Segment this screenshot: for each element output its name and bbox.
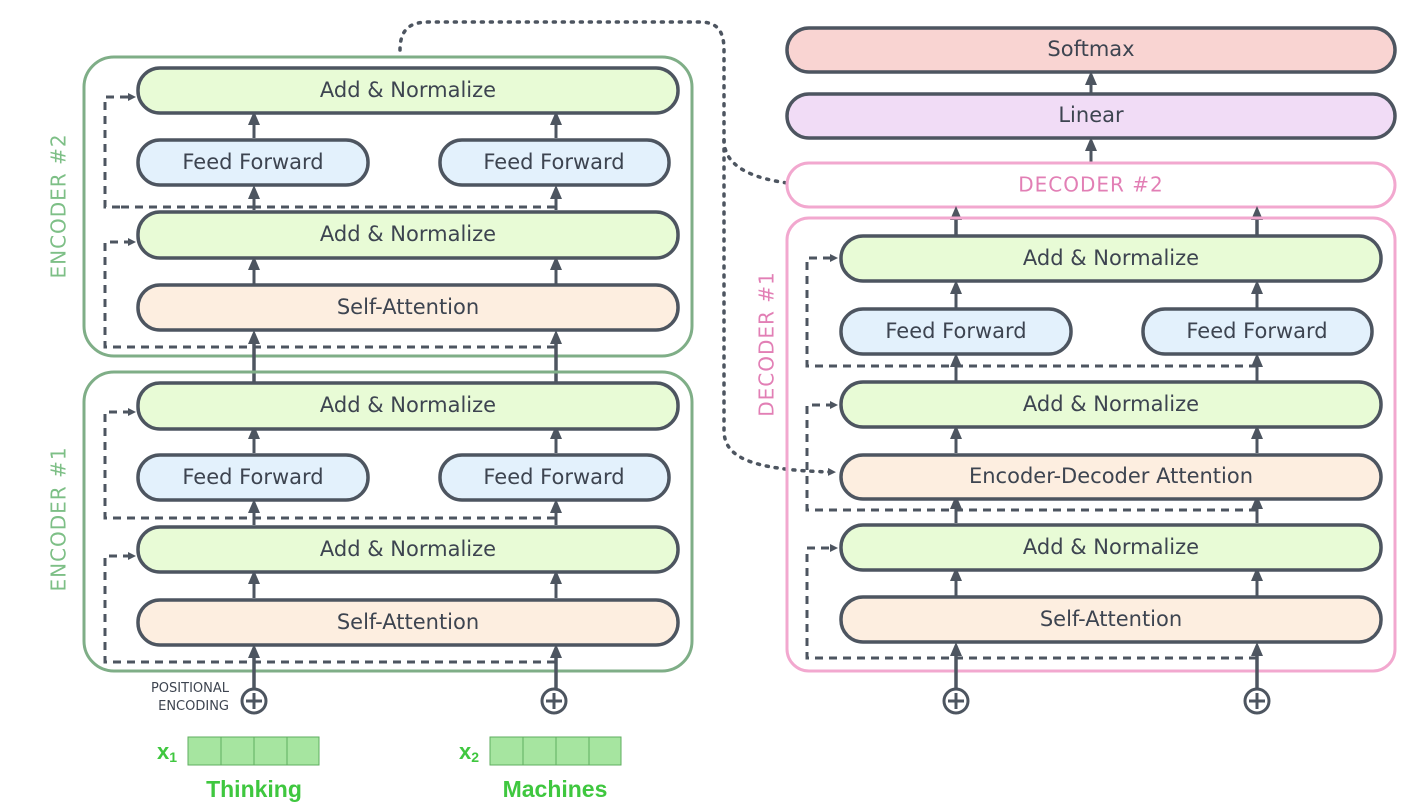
encoder-output-connector	[398, 20, 836, 190]
encoder-2-label: ENCODER #2	[47, 133, 71, 278]
plus-circle-icon	[540, 687, 568, 715]
input-1-embedding	[187, 736, 320, 766]
encoder-2-feed-forward-2	[438, 138, 671, 187]
encoder-1-add-normalize-bottom-text: Add & Normalize	[320, 537, 496, 561]
encoder-1: ENCODER #1 Add & Normalize Feed Forward …	[47, 370, 694, 673]
input-2-word: Machines	[503, 776, 608, 802]
encoder-2-add-normalize-top	[136, 66, 680, 115]
encoder-2-container	[82, 55, 694, 358]
decoder-2: DECODER #2	[785, 161, 1397, 209]
encoder-2-add-normalize-bottom	[136, 210, 680, 260]
decoder-1-self-attention	[839, 595, 1383, 644]
input-1-symbol: x1	[157, 739, 177, 765]
decoder-1-container	[785, 216, 1397, 673]
positional-encoding-label-line1: POSITIONAL	[151, 681, 230, 696]
encoder-1-feed-forward-2-text: Feed Forward	[483, 465, 624, 489]
encoder-1-add-normalize-top	[136, 381, 680, 431]
decoder-1-feed-forward-2	[1141, 307, 1374, 356]
linear-text: Linear	[1058, 103, 1124, 127]
decoder-1-self-attention-text: Self-Attention	[1040, 607, 1182, 631]
encoder-2-self-attention-text: Self-Attention	[337, 295, 479, 319]
decoder-inputs	[942, 642, 1271, 715]
input-2-embedding	[489, 736, 622, 766]
encoder-2-add-normalize-bottom-text: Add & Normalize	[320, 222, 496, 246]
decoder-1-add-normalize-top	[839, 234, 1383, 283]
decoder-1-encoder-decoder-attention-text: Encoder-Decoder Attention	[969, 464, 1253, 488]
encoder-1-add-normalize-bottom	[136, 525, 680, 574]
decoder-1-feed-forward-1	[839, 307, 1073, 356]
decoder-1-add-normalize-bottom	[839, 523, 1383, 572]
softmax-text: Softmax	[1047, 37, 1134, 61]
decoder-2-container	[785, 161, 1397, 209]
decoder-1-feed-forward-1-text: Feed Forward	[885, 319, 1026, 343]
encoder-1-self-attention-text: Self-Attention	[337, 610, 479, 634]
input-2-symbol: x2	[459, 739, 479, 765]
decoder-output-stack: Softmax Linear	[785, 26, 1397, 162]
plus-circle-icon	[1243, 687, 1271, 715]
encoder-1-feed-forward-2	[438, 453, 671, 502]
decoder-1: DECODER #1 Add & Normalize Feed Forward …	[755, 216, 1397, 673]
encoder-1-feed-forward-1-text: Feed Forward	[182, 465, 323, 489]
encoder-inputs: POSITIONAL ENCODING x1 Thinking x2	[151, 644, 622, 802]
positional-encoding-label-line2: ENCODING	[158, 699, 229, 714]
encoder-decoder-connector	[722, 138, 836, 476]
decoder-1-encoder-decoder-attention	[839, 453, 1383, 501]
encoder-2-feed-forward-1	[136, 138, 370, 187]
encoder-1-container	[82, 370, 694, 673]
encoder-2-add-normalize-top-text: Add & Normalize	[320, 78, 496, 102]
decoder-1-label: DECODER #1	[755, 271, 779, 417]
decoder-2-label: DECODER #2	[1018, 173, 1164, 197]
plus-circle-icon	[942, 687, 970, 715]
encoder-1-label: ENCODER #1	[47, 446, 71, 591]
input-1-word: Thinking	[206, 776, 302, 802]
encoder-1-feed-forward-1	[136, 453, 370, 502]
encoder-2-feed-forward-1-text: Feed Forward	[182, 150, 323, 174]
decoder-1-add-normalize-top-text: Add & Normalize	[1023, 246, 1199, 270]
encoder-1-add-normalize-top-text: Add & Normalize	[320, 393, 496, 417]
decoder-1-feed-forward-2-text: Feed Forward	[1186, 319, 1327, 343]
decoder-1-add-normalize-middle-text: Add & Normalize	[1023, 392, 1199, 416]
decoder-1-add-normalize-middle	[839, 380, 1383, 429]
decoder-1-add-normalize-bottom-text: Add & Normalize	[1023, 535, 1199, 559]
plus-circle-icon	[240, 687, 268, 715]
encoder-2-self-attention	[136, 283, 680, 332]
encoder-2: ENCODER #2 Add & Normalize Feed Forward …	[47, 55, 694, 358]
encoder-2-feed-forward-2-text: Feed Forward	[483, 150, 624, 174]
encoder-1-self-attention	[136, 598, 680, 647]
